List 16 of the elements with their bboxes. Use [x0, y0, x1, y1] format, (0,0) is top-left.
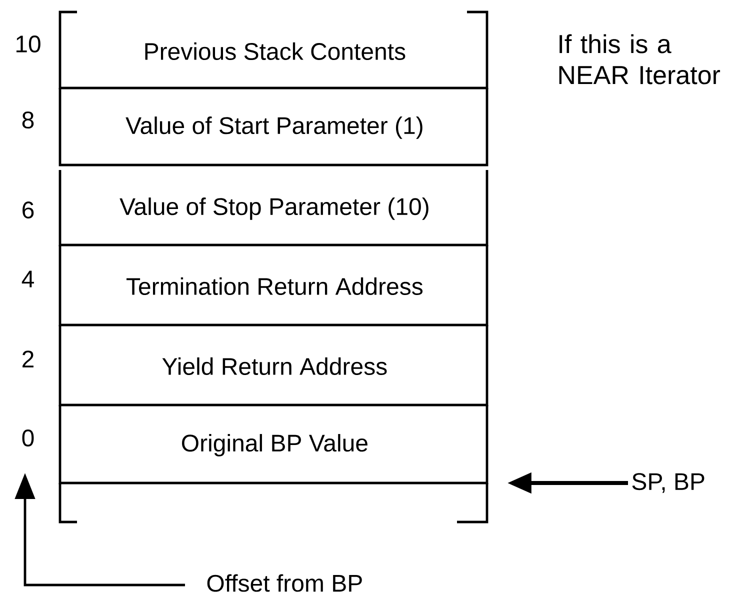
stack-cell: Termination Return Address — [58, 245, 488, 326]
stack-cell: Value of Start Parameter (1) — [58, 88, 488, 166]
offset-number: 0 — [22, 430, 34, 446]
pointer-label: SP, BP — [632, 473, 704, 493]
offset-number: 10 — [16, 36, 40, 52]
note: If this is a NEAR Iterator — [559, 34, 720, 84]
stack-slot — [58, 482, 488, 524]
stack-cell: Previous Stack Contents — [58, 10, 488, 90]
stack-cell: Value of Stop Parameter (10) — [58, 170, 488, 246]
offset-number: 8 — [22, 112, 34, 128]
offset-number: 4 — [22, 270, 34, 288]
axis-label: Offset from BP — [207, 574, 362, 592]
offset-number: 2 — [22, 350, 34, 368]
stack-cell: Original BP Value — [58, 405, 488, 484]
offset-number: 6 — [22, 202, 34, 218]
stack-cell: Yield Return Address — [58, 325, 488, 406]
